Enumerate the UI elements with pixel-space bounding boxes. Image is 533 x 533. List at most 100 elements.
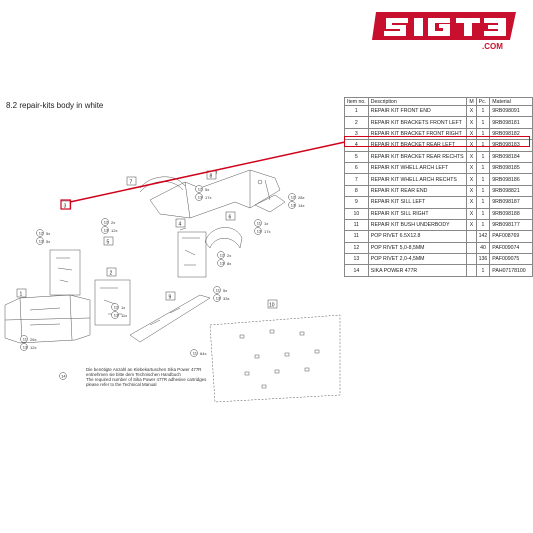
cell-mat: PAF009075 (489, 253, 533, 266)
qty-label: 64x (200, 351, 206, 356)
cell-no: 6 (344, 161, 369, 175)
part-front-end (4, 294, 91, 344)
cell-desc: REPAIR KIT BRACKET REAR RECHTS (367, 150, 468, 163)
cell-mat: 9RB098184 (489, 150, 533, 163)
part-bracket-rear-left (177, 231, 207, 278)
callout-2: 2 (110, 271, 113, 277)
highlighted-row-outline (344, 136, 530, 147)
qty-label: 12x (111, 228, 117, 233)
qty-label: 5x (46, 239, 50, 244)
part-bracket-front-left (94, 279, 131, 326)
section-title: 8.2 repair-kits body in white (6, 101, 104, 110)
svg-text:12: 12 (39, 231, 44, 236)
cell-desc: SIKA POWER 477R (367, 264, 468, 277)
callout-3: 3 (64, 204, 67, 210)
cell-m: X (466, 184, 477, 198)
svg-text:13: 13 (220, 261, 225, 266)
cell-pc: 1 (475, 196, 491, 209)
cell-mat: PAH07178100 (489, 264, 533, 277)
cell-no: 1 (344, 104, 369, 118)
part-bush-underbody (209, 314, 341, 403)
qty-label: 5x (223, 288, 227, 293)
cell-mat: PAF009074 (489, 241, 533, 255)
qty-label: 17x (205, 195, 211, 200)
callout-4: 4 (179, 222, 182, 228)
cell-m: X (466, 116, 477, 129)
cell-desc: POP RIVET 5,0-8,5MM (367, 241, 468, 255)
cell-desc: REPAIR KIT SILL LEFT (367, 196, 468, 209)
svg-text:12: 12 (114, 305, 119, 310)
col-header-pc: Pc. (475, 97, 491, 106)
cell-mat: 9RB098187 (489, 196, 533, 209)
cell-mat: 9RB098091 (489, 104, 533, 118)
callout-14: 14 (61, 374, 66, 379)
col-header-description: Description (367, 97, 468, 106)
cell-mat: 9RB098821 (489, 184, 533, 198)
svg-text:12: 12 (220, 253, 225, 258)
cell-m (466, 264, 477, 277)
cell-no: 12 (344, 241, 369, 255)
cell-m: X (466, 196, 477, 209)
svg-text:13: 13 (114, 313, 119, 318)
qty-label: 33x (223, 296, 229, 301)
cell-pc: 1 (475, 161, 491, 175)
cell-desc: REPAIR KIT BUSH UNDERBODY (367, 218, 468, 232)
qty-label: 1x (121, 305, 125, 310)
qty-label: 17x (264, 229, 270, 234)
brand-logo[interactable] (372, 8, 520, 44)
col-header-m: M (466, 97, 477, 106)
svg-text:12: 12 (198, 187, 203, 192)
callout-5: 5 (107, 240, 110, 246)
callout-10: 10 (269, 303, 275, 309)
cell-desc: REPAIR KIT WHELL ARCH LEFT (367, 161, 468, 175)
svg-text:13: 13 (104, 228, 109, 233)
svg-text:11: 11 (23, 337, 28, 342)
cell-m: X (466, 150, 477, 163)
part-bracket-front-right (49, 249, 81, 296)
brand-domain[interactable]: .COM (482, 42, 503, 51)
svg-text:13: 13 (257, 229, 262, 234)
qty-label: 26x (30, 337, 36, 342)
cell-pc: 1 (475, 184, 491, 198)
svg-text:13: 13 (23, 345, 28, 350)
cell-pc: 136 (475, 253, 491, 266)
cell-no: 5 (344, 150, 369, 163)
cell-m: X (466, 207, 477, 220)
col-header-material: Material (489, 97, 533, 106)
cell-mat: PAF008769 (489, 230, 533, 243)
cell-no: 9 (344, 196, 369, 209)
qty-label: 2x (111, 220, 115, 225)
cell-desc: POP RIVET 2,0-4,5MM (367, 253, 468, 266)
svg-text:13: 13 (198, 195, 203, 200)
svg-text:13: 13 (291, 203, 296, 208)
cell-pc: 40 (475, 241, 491, 255)
col-header-item-no: Item no. (344, 97, 369, 106)
note-line: entnehmen sie bitte dem Technischen Hand… (86, 372, 181, 377)
cell-desc: POP RIVET 6.5X12.8 (367, 230, 468, 243)
cell-mat: 9RB098185 (489, 161, 533, 175)
cell-pc: 1 (475, 207, 491, 220)
cell-m (466, 241, 477, 255)
qty-label: 2x (227, 253, 231, 258)
note-line: please refer to the Technical Manual (86, 382, 157, 387)
cell-desc: REPAIR KIT REAR END (367, 184, 468, 198)
cell-pc: 1 (475, 150, 491, 163)
svg-text:12: 12 (104, 220, 109, 225)
cell-m (466, 230, 477, 243)
cell-pc: 1 (475, 218, 491, 232)
callout-6: 6 (229, 215, 232, 221)
